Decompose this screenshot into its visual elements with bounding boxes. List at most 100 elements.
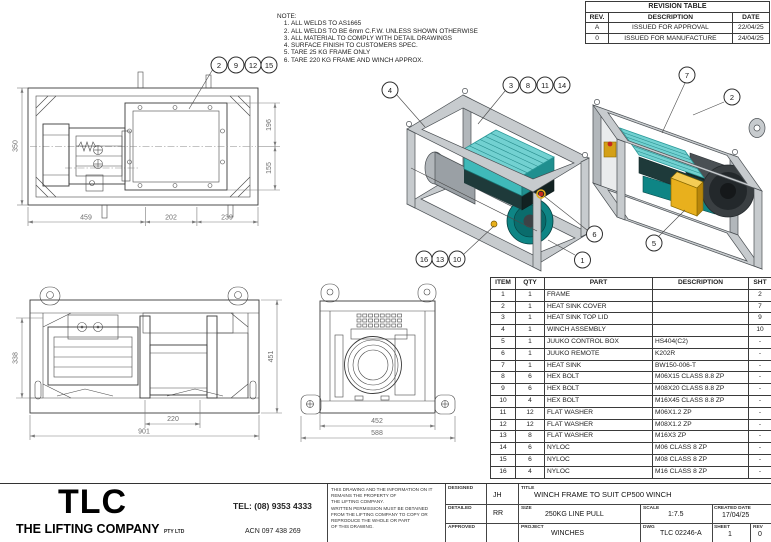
designed-label: DESIGNED — [448, 486, 474, 491]
svg-text:6: 6 — [592, 230, 596, 239]
parts-table-cell: M06 CLASS 8 ZP — [652, 442, 749, 455]
parts-table-cell: 4 — [515, 465, 545, 479]
parts-table-cell: - — [748, 430, 771, 444]
disclaimer: THIS DRAWING AND THE INFORMATION ON IT R… — [331, 487, 433, 530]
svg-text:4: 4 — [388, 86, 392, 95]
parts-table-cell: M06X15 CLASS 8.8 ZP — [652, 371, 749, 385]
iso-left-balloons: 4 3 8 11 14 16 13 10 6 1 — [381, 76, 603, 269]
desc-col-header: DESCRIPTION — [608, 11, 733, 23]
parts-table-cell: - — [748, 359, 771, 373]
scale-value: 1:7.5 — [668, 511, 684, 518]
plan-view: 2 9 12 15 350 196 155 459 202 239 — [13, 56, 280, 226]
side-view: 452 588 — [300, 283, 456, 442]
parts-table-cell: 2 — [490, 300, 516, 314]
title-block: TLC THE LIFTING COMPANY PTY LTD TEL: (08… — [0, 483, 771, 542]
detailed-value: RR — [493, 510, 504, 517]
parts-table-cell: 10 — [748, 324, 771, 337]
parts-table-cell: NYLOC — [544, 453, 653, 467]
parts-table-cell: 3 — [490, 312, 516, 326]
svg-text:16: 16 — [420, 255, 428, 264]
svg-text:8: 8 — [526, 81, 530, 90]
drawing-title: WINCH FRAME TO SUIT CP500 WINCH — [534, 490, 672, 499]
svg-text:13: 13 — [436, 255, 444, 264]
notes-block: NOTE: ALL WELDS TO AS1665 ALL WELDS TO B… — [277, 13, 478, 64]
rev-col-header: REV. — [584, 11, 610, 23]
parts-table-cell: 12 — [515, 418, 545, 432]
parts-table-cell: 2 — [748, 288, 771, 302]
parts-table-cell: - — [748, 418, 771, 432]
parts-table-cell: - — [748, 347, 771, 361]
iso-right-balloons: 7 2 5 — [645, 66, 741, 252]
parts-table-cell: K202R — [652, 347, 749, 361]
plan-balloons: 2 9 12 15 — [188, 56, 278, 110]
company-name-line: THE LIFTING COMPANY PTY LTD — [16, 520, 184, 538]
svg-text:3: 3 — [509, 81, 513, 90]
parts-table-cell: - — [748, 394, 771, 408]
parts-table-cell: 1 — [515, 312, 545, 326]
plan-dimensions: 350 196 155 459 202 239 — [13, 87, 280, 226]
note-item: ALL WELDS TO AS1665 — [291, 20, 478, 27]
svg-text:155: 155 — [266, 162, 273, 174]
parts-table-cell: - — [748, 371, 771, 385]
parts-table-cell: 8 — [490, 371, 516, 385]
parts-table-cell: M08X1.2 ZP — [652, 418, 749, 432]
parts-table-cell — [652, 300, 749, 314]
iso-view-right: 7 2 5 — [592, 66, 766, 270]
parts-table-cell: 1 — [515, 324, 545, 337]
iso-view-left: 4 3 8 11 14 16 13 10 6 1 — [381, 76, 603, 272]
front-winch — [47, 312, 249, 399]
plan-winch-motor — [42, 123, 131, 192]
svg-text:459: 459 — [80, 215, 92, 222]
size-label: SIZE — [521, 506, 532, 511]
parts-table-cell: JUUKO CONTROL BOX — [544, 335, 653, 349]
revision-table-title: REVISION TABLE — [585, 1, 770, 13]
front-frame — [29, 286, 260, 414]
size-value: 250KG LINE PULL — [545, 511, 604, 518]
project-label: PROJECT — [521, 525, 544, 530]
parts-table-cell: - — [748, 453, 771, 467]
title-label: TITLE — [521, 486, 535, 491]
svg-text:11: 11 — [541, 81, 549, 90]
parts-table-cell: 1 — [515, 288, 545, 302]
parts-table-cell: 6 — [515, 383, 545, 396]
parts-table-cell: JUUKO REMOTE — [544, 347, 653, 361]
parts-table-cell: 1 — [515, 347, 545, 361]
description-col-header: DESCRIPTION — [652, 277, 749, 290]
parts-table-cell: M16X3 ZP — [652, 430, 749, 444]
parts-table-cell: NYLOC — [544, 465, 653, 479]
parts-table-cell: 1 — [490, 288, 516, 302]
designed-value: JH — [493, 492, 502, 499]
note-item: TARE 25 KG FRAME ONLY — [291, 49, 478, 56]
svg-text:202: 202 — [165, 215, 177, 222]
parts-table-cell: HS404(C2) — [652, 335, 749, 349]
parts-table-cell: FLAT WASHER — [544, 430, 653, 444]
parts-table-cell: 8 — [515, 430, 545, 444]
parts-table-cell: 4 — [490, 324, 516, 337]
parts-table-cell: 12 — [490, 418, 516, 432]
rev-label: REV — [753, 525, 763, 530]
svg-text:9: 9 — [234, 61, 238, 70]
svg-text:350: 350 — [13, 140, 20, 152]
svg-text:239: 239 — [221, 215, 233, 222]
parts-table-cell: M06X1.2 ZP — [652, 406, 749, 420]
sheet-label: SHEET — [714, 525, 730, 530]
company-suffix: PTY LTD — [163, 529, 185, 535]
parts-table-cell: 1 — [515, 300, 545, 314]
iso-left-motor — [424, 151, 476, 205]
part-col-header: PART — [544, 277, 653, 290]
side-dimensions: 452 588 — [300, 414, 456, 442]
cover-bolts — [127, 105, 225, 188]
parts-table-cell: M08 CLASS 8 ZP — [652, 453, 749, 467]
parts-table-cell: - — [748, 335, 771, 349]
iso-left-bolt-highlight — [490, 220, 498, 228]
plan-frame — [27, 71, 259, 219]
